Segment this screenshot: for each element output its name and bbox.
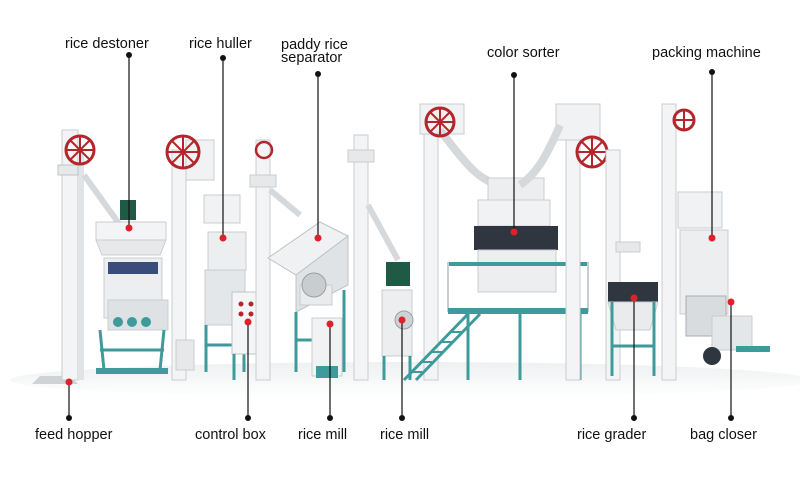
label-rice-mill-1: rice mill — [298, 427, 348, 443]
callout-rice-destoner — [125, 52, 133, 232]
label-color-sorter: color sorter — [487, 45, 560, 61]
callout-rice-mill-1 — [326, 320, 334, 421]
label-rice-destoner: rice destoner — [65, 36, 149, 52]
pulley-wheel-4 — [575, 135, 609, 169]
color-sorter-machine — [474, 177, 558, 293]
callout-feed-hopper — [65, 378, 73, 421]
callout-bag-closer — [727, 298, 735, 421]
packing-machine — [661, 103, 770, 381]
rice-grader-machine — [605, 149, 659, 381]
paddy-rice-separator-machine — [267, 221, 349, 378]
rice-mill-machine-2 — [381, 262, 414, 380]
label-paddy-line1: paddy rice — [281, 37, 348, 53]
callout-color-sorter — [510, 72, 518, 236]
feed-hopper-machine — [32, 129, 123, 384]
label-control-box: control box — [195, 427, 266, 443]
callout-control-box — [244, 318, 252, 421]
bucket-elevator-2 — [171, 139, 215, 381]
callout-rice-mill-2 — [398, 316, 406, 421]
label-bag-closer: bag closer — [690, 427, 757, 443]
callout-rice-grader — [630, 294, 638, 421]
callout-packing-machine — [708, 69, 716, 242]
bucket-elevator-6 — [517, 103, 601, 381]
label-rice-grader: rice grader — [577, 427, 647, 443]
label-paddy-rice-separator: paddy rice separator — [281, 37, 348, 66]
callout-rice-huller — [219, 55, 227, 242]
pulley-wheel-1 — [64, 134, 96, 166]
label-feed-hopper: feed hopper — [35, 427, 113, 443]
label-rice-huller: rice huller — [189, 36, 252, 52]
label-packing-machine: packing machine — [652, 45, 761, 61]
label-paddy-line2: separator — [281, 50, 343, 66]
pulley-wheel-2 — [165, 134, 201, 170]
rice-destoner-machine — [95, 200, 169, 374]
callout-paddy-separator — [314, 71, 322, 242]
pulley-wheel-5 — [672, 108, 696, 132]
label-rice-mill-2: rice mill — [380, 427, 430, 443]
bucket-elevator-4 — [347, 134, 401, 381]
pulley-wheel-3 — [424, 106, 456, 138]
bucket-elevator-3 — [249, 139, 302, 381]
